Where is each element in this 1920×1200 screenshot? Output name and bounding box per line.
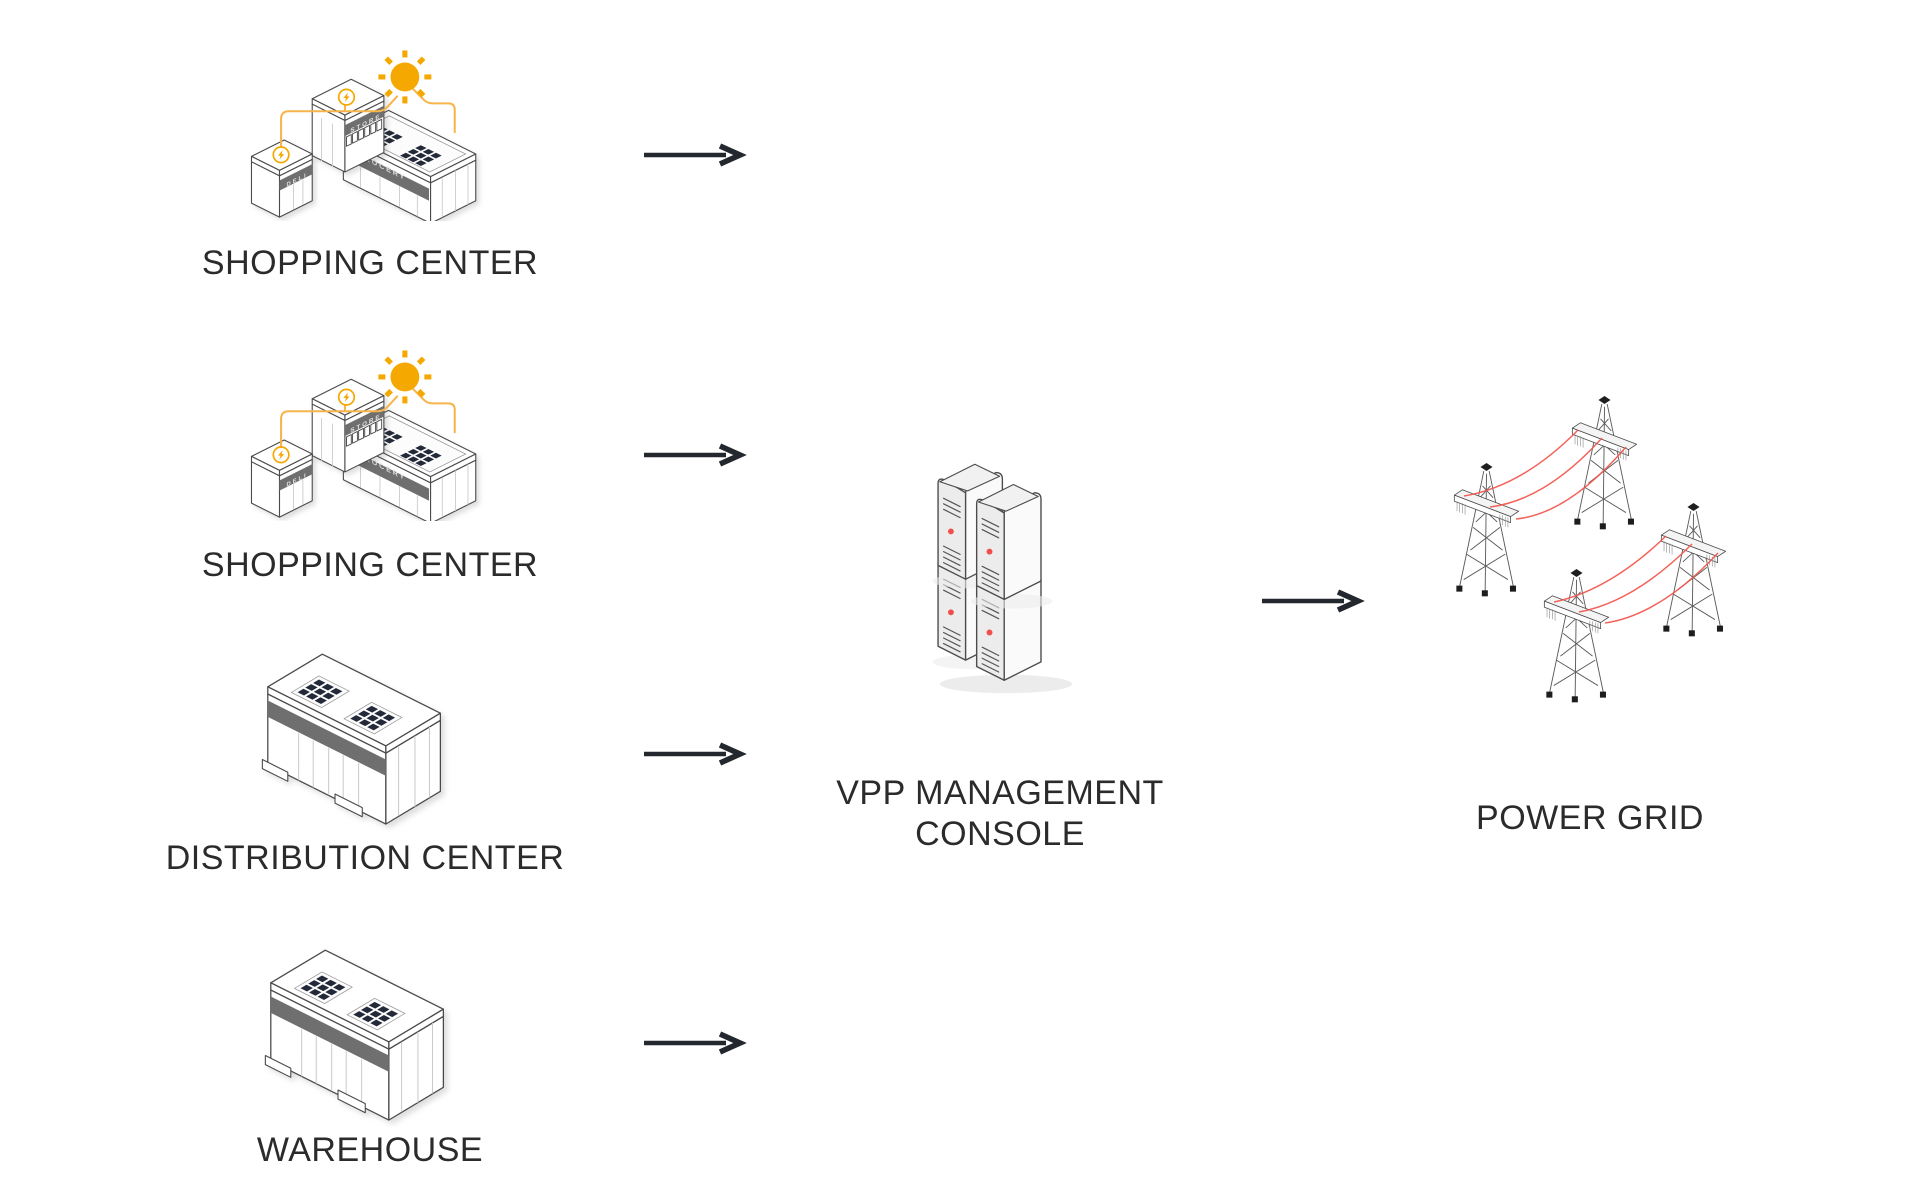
sun-icon	[378, 350, 432, 404]
source-label-warehouse: WAREHOUSE	[256, 1131, 484, 1169]
shopping-center-illustration-2: GROCERY STORE	[228, 338, 493, 521]
distribution-center-illustration	[255, 616, 455, 834]
warehouse-building	[261, 653, 442, 825]
solar-panel-array	[398, 144, 443, 167]
console-label-line2: CONSOLE	[915, 815, 1085, 854]
vpp-console-illustration	[925, 445, 1100, 695]
flow-arrow-4	[640, 1030, 750, 1061]
solar-panel-array	[293, 971, 406, 1031]
energy-wire	[280, 395, 399, 449]
transmission-tower	[1660, 502, 1727, 637]
source-label-shopping-center-2: SHOPPING CENTER	[201, 546, 539, 584]
grid-label: POWER GRID	[1476, 799, 1704, 837]
energy-bolt-icon	[272, 446, 290, 464]
source-label-shopping-center-1: SHOPPING CENTER	[201, 244, 539, 282]
solar-panel-array	[398, 444, 443, 467]
power-lines	[1553, 535, 1719, 624]
flow-arrow-1	[640, 142, 750, 173]
sun-icon	[378, 50, 432, 104]
energy-bolt-icon	[337, 88, 356, 106]
console-label: VPP MANAGEMENT CONSOLE	[795, 773, 1205, 856]
console-label-line1: VPP MANAGEMENT	[836, 774, 1164, 812]
energy-wire	[410, 86, 456, 134]
transmission-tower	[1453, 462, 1520, 597]
warehouse-building	[264, 949, 445, 1121]
warehouse-illustration	[258, 912, 458, 1130]
transmission-tower	[1543, 568, 1610, 703]
flow-arrow-2	[640, 442, 750, 473]
shopping-center-illustration-1: GROCERY STORE	[228, 38, 493, 221]
flow-arrow-3	[640, 741, 750, 772]
energy-bolt-icon	[337, 388, 356, 406]
transmission-tower	[1571, 395, 1638, 530]
energy-wire	[280, 95, 399, 149]
source-label-distribution-center: DISTRIBUTION CENTER	[165, 839, 565, 877]
power-grid-illustration	[1448, 388, 1748, 748]
energy-bolt-icon	[272, 146, 290, 164]
solar-panel-array	[290, 675, 403, 735]
power-lines	[1463, 429, 1627, 520]
flow-arrow-console-to-grid	[1258, 588, 1368, 619]
energy-wire	[410, 386, 456, 434]
